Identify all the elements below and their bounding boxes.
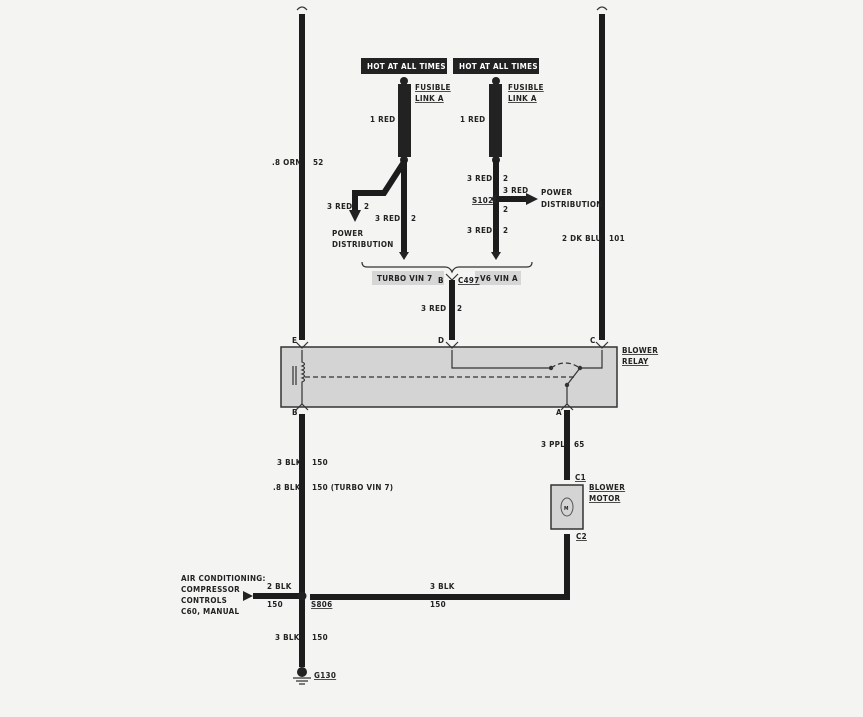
svg-text:1 RED: 1 RED	[370, 115, 395, 124]
svg-text:3 RED: 3 RED	[503, 186, 528, 195]
svg-text:3 RED: 3 RED	[375, 214, 400, 223]
blower-motor: C1 M BLOWER MOTOR C2	[310, 473, 625, 600]
svg-text:2: 2	[503, 174, 508, 183]
svg-text:A: A	[556, 408, 562, 417]
fusible-link-right: FUSIBLE LINK A 1 RED 3 RED 2 S102 3 RED …	[460, 77, 603, 260]
svg-text:C60, MANUAL: C60, MANUAL	[181, 607, 239, 616]
svg-text:HOT AT ALL TIMES: HOT AT ALL TIMES	[459, 62, 538, 71]
svg-text:LINK A: LINK A	[508, 94, 537, 103]
svg-text:S102: S102	[472, 196, 493, 205]
svg-text:FUSIBLE: FUSIBLE	[415, 83, 451, 92]
svg-text:CONTROLS: CONTROLS	[181, 596, 227, 605]
fusible-link-left: FUSIBLE LINK A 1 RED 3 RED 2 POWER DISTR…	[327, 77, 451, 260]
svg-text:E: E	[292, 336, 297, 345]
svg-text:3 RED: 3 RED	[421, 304, 446, 313]
svg-text:TURBO VIN 7: TURBO VIN 7	[377, 274, 432, 283]
svg-text:S806: S806	[311, 600, 332, 609]
svg-text:C497: C497	[458, 276, 480, 285]
svg-text:POWER: POWER	[541, 188, 572, 197]
svg-text:150 (TURBO VIN 7): 150 (TURBO VIN 7)	[312, 483, 393, 492]
svg-text:BLOWER: BLOWER	[622, 346, 658, 355]
svg-text:2: 2	[503, 205, 508, 214]
svg-text:3 RED: 3 RED	[467, 226, 492, 235]
svg-text:3 BLK: 3 BLK	[277, 458, 302, 467]
svg-text:2: 2	[457, 304, 462, 313]
svg-text:RELAY: RELAY	[622, 357, 649, 366]
wire-blk-150: 3 BLK 150 .8 BLK 150 (TURBO VIN 7) 3 BLK…	[273, 414, 455, 667]
connector-c497: TURBO VIN 7 V6 VIN A B C497 3 RED 2	[361, 261, 533, 340]
svg-text:C1: C1	[575, 473, 586, 482]
svg-text:150: 150	[312, 458, 328, 467]
hot-at-all-times-left: HOT AT ALL TIMES	[361, 58, 447, 74]
svg-text:3 RED: 3 RED	[327, 202, 352, 211]
svg-text:AIR CONDITIONING:: AIR CONDITIONING:	[181, 574, 266, 583]
svg-text:B: B	[292, 408, 298, 417]
svg-text:2 BLK: 2 BLK	[267, 582, 292, 591]
svg-text:C2: C2	[576, 532, 587, 541]
svg-text:150: 150	[267, 600, 283, 609]
ground-g130: 3 BLK 150 G130	[275, 633, 336, 685]
wire-orn-label: .8 ORN	[272, 158, 302, 167]
blower-relay: E D C B A BLOWER RELAY	[280, 336, 658, 417]
hot-at-all-times-right: HOT AT ALL TIMES	[453, 58, 539, 74]
wire-dkblu-101: 2 DK BLU 101	[562, 6, 625, 340]
circuit-101-label: 101	[609, 234, 625, 243]
svg-text:MOTOR: MOTOR	[589, 494, 621, 503]
svg-text:2: 2	[411, 214, 416, 223]
svg-text:V6 VIN A: V6 VIN A	[480, 274, 518, 283]
svg-text:B: B	[438, 276, 444, 285]
circuit-52-label: 52	[313, 158, 324, 167]
svg-text:150: 150	[430, 600, 446, 609]
svg-text:65: 65	[574, 440, 585, 449]
svg-text:2: 2	[503, 226, 508, 235]
svg-text:DISTRIBUTION: DISTRIBUTION	[332, 240, 394, 249]
svg-text:BLOWER: BLOWER	[589, 483, 625, 492]
svg-text:1 RED: 1 RED	[460, 115, 485, 124]
splice-s806	[297, 591, 307, 601]
svg-text:3 PPL: 3 PPL	[541, 440, 565, 449]
svg-text:HOT AT ALL TIMES: HOT AT ALL TIMES	[367, 62, 446, 71]
wire-orn-52: .8 ORN 52	[272, 6, 324, 340]
svg-text:POWER: POWER	[332, 229, 363, 238]
svg-text:G130: G130	[314, 671, 336, 680]
svg-text:150: 150	[312, 633, 328, 642]
svg-text:C: C	[590, 336, 596, 345]
svg-text:FUSIBLE: FUSIBLE	[508, 83, 544, 92]
wire-ppl-65: 3 PPL 65	[541, 410, 585, 480]
svg-text:3 RED: 3 RED	[467, 174, 492, 183]
svg-text:2: 2	[364, 202, 369, 211]
svg-text:3 BLK: 3 BLK	[430, 582, 455, 591]
svg-text:COMPRESSOR: COMPRESSOR	[181, 585, 240, 594]
svg-text:DISTRIBUTION: DISTRIBUTION	[541, 200, 603, 209]
svg-text:3 BLK: 3 BLK	[275, 633, 300, 642]
ac-compressor-controls: AIR CONDITIONING: COMPRESSOR CONTROLS C6…	[181, 574, 332, 616]
svg-text:LINK A: LINK A	[415, 94, 444, 103]
svg-text:.8 BLK: .8 BLK	[273, 483, 301, 492]
wire-dkblu-label: 2 DK BLU	[562, 234, 602, 243]
svg-text:D: D	[438, 336, 444, 345]
svg-text:M: M	[564, 506, 569, 512]
